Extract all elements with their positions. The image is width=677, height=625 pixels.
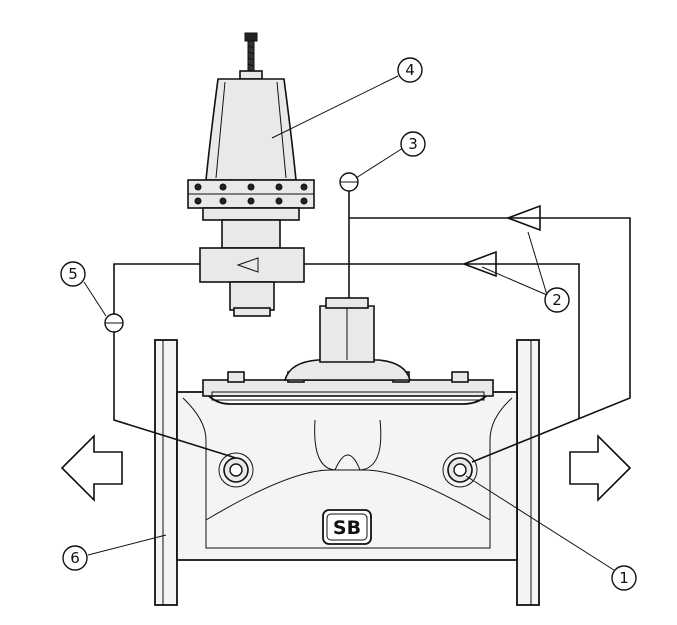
- outlet-port: [218, 452, 254, 488]
- valve-body: [154, 297, 540, 606]
- callout-6-label: 6: [70, 549, 80, 567]
- callout-4-label: 4: [405, 61, 415, 79]
- manufacturer-logo: SB: [322, 509, 372, 545]
- callout-4: 4: [397, 57, 423, 83]
- control-tubing: [113, 190, 631, 463]
- callout-3-label: 3: [408, 135, 418, 153]
- inlet-port: [442, 452, 478, 488]
- flow-direction-marks: [461, 204, 541, 278]
- leader-lines: [83, 75, 618, 573]
- callout-3: 3: [400, 131, 426, 157]
- outlet-flow-arrow: [60, 434, 123, 502]
- callout-5: 5: [60, 261, 86, 287]
- callout-2-label: 2: [552, 291, 562, 309]
- callout-1: 1: [611, 565, 637, 591]
- inlet-flow-arrow: [569, 434, 632, 502]
- isolation-cock-5: [104, 313, 124, 333]
- callout-2: 2: [544, 287, 570, 313]
- callout-6: 6: [62, 545, 88, 571]
- callout-5-label: 5: [68, 265, 78, 283]
- pilot-valve: [187, 32, 315, 317]
- logo-text: SB: [333, 517, 361, 539]
- isolation-cock-3: [339, 172, 359, 192]
- callout-1-label: 1: [619, 569, 629, 587]
